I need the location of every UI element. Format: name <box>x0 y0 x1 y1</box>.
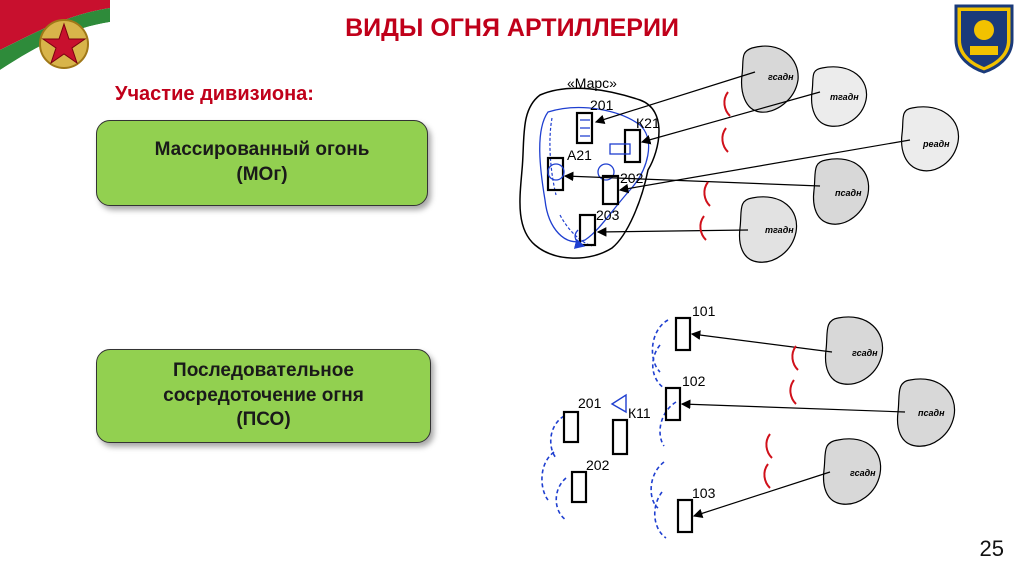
sequential-fire-title-line2: сосредоточение огня <box>163 384 364 406</box>
unit-blob-gsadn-bottom-2: гсадн <box>822 438 882 505</box>
label-202-bottom: 202 <box>586 457 610 473</box>
svg-text:псадн: псадн <box>918 408 945 418</box>
massive-fire-title: Массированный огонь <box>154 139 370 161</box>
sequential-fire-diagram: 101 102 201 К11 202 103 гсадн псадн гсад… <box>541 303 956 539</box>
label-201-bottom: 201 <box>578 395 602 411</box>
unit-blob-gsadn-top: гсадн <box>740 45 799 113</box>
label-203: 203 <box>596 207 620 223</box>
unit-blob-readn-top: реадн <box>900 106 960 172</box>
fire-marks-top <box>699 91 731 241</box>
target-102 <box>664 386 682 422</box>
target-202-bottom <box>570 470 588 504</box>
massive-fire-abbr: (МОг) <box>236 164 288 185</box>
massive-fire-diagram: «Марс» 201 К21 А21 202 203 гсадн тгадн р… <box>519 45 960 263</box>
label-k21: К21 <box>636 115 660 131</box>
svg-text:тгадн: тгадн <box>830 92 859 102</box>
svg-text:псадн: псадн <box>835 188 862 198</box>
sequential-fire-title-line1: Последовательное <box>173 359 354 381</box>
page-title: ВИДЫ ОГНЯ АРТИЛЛЕРИИ <box>345 14 679 42</box>
fire-marks-bottom <box>763 345 799 489</box>
unit-blob-psadn-top: псадн <box>812 158 870 225</box>
sequential-fire-abbr: (ПСО) <box>236 409 291 431</box>
target-103 <box>676 498 694 534</box>
massive-fire-box: Массированный огонь (МОг) <box>96 120 428 206</box>
section-subtitle: Участие дивизиона: <box>115 83 314 105</box>
page-number: 25 <box>979 536 1004 561</box>
svg-text:гсадн: гсадн <box>768 72 794 82</box>
target-area-outline <box>519 87 660 259</box>
label-102: 102 <box>682 373 706 389</box>
target-a21 <box>546 156 565 192</box>
svg-text:реадн: реадн <box>922 139 950 149</box>
svg-text:гсадн: гсадн <box>850 468 876 478</box>
target-203 <box>578 213 597 247</box>
svg-text:тгадн: тгадн <box>765 225 794 235</box>
target-201-bottom <box>562 410 580 444</box>
flag-emblem <box>0 0 110 80</box>
unit-blob-gsadn-bottom-1: гсадн <box>824 316 884 385</box>
sequential-fire-box: Последовательное сосредоточение огня (ПС… <box>96 349 431 443</box>
unit-blob-psadn-bottom: псадн <box>896 378 956 447</box>
label-202: 202 <box>620 170 644 186</box>
svg-text:гсадн: гсадн <box>852 348 878 358</box>
red-star-icon <box>41 22 87 65</box>
label-k11: К11 <box>628 405 651 421</box>
unit-blob-tgadn-top-2: тгадн <box>738 196 798 263</box>
label-101: 101 <box>692 303 716 319</box>
target-101 <box>674 316 692 352</box>
label-a21: А21 <box>567 147 592 163</box>
label-201: 201 <box>590 97 614 113</box>
university-emblem-icon <box>954 4 1014 74</box>
target-201 <box>575 111 594 145</box>
target-name-label: «Марс» <box>567 75 617 91</box>
unit-blob-tgadn-top-1: тгадн <box>810 66 868 127</box>
fire-zone-outline <box>539 106 650 243</box>
target-k11 <box>611 418 629 456</box>
label-103: 103 <box>692 485 716 501</box>
target-k21 <box>623 128 642 164</box>
target-202 <box>601 174 620 206</box>
